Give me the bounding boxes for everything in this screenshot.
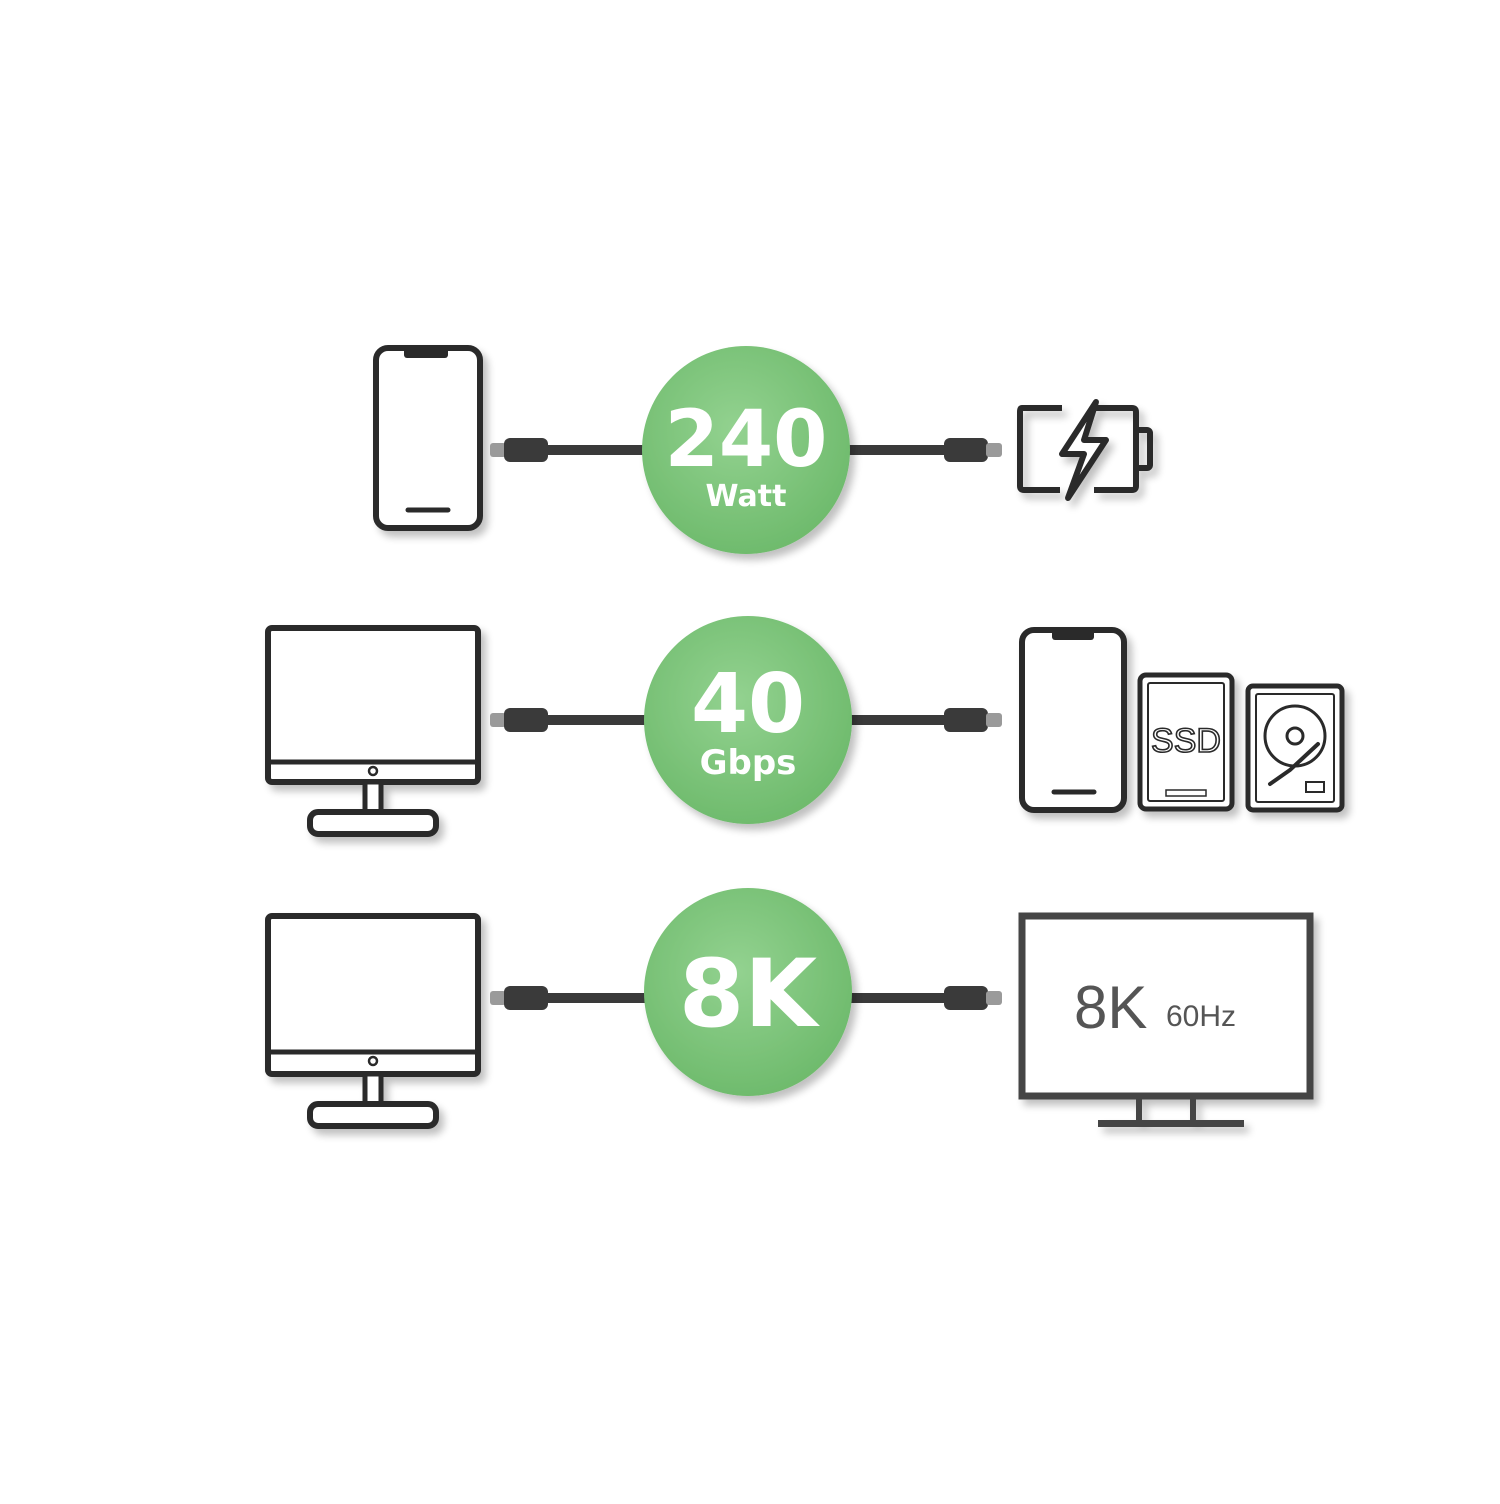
usb-c-cable-left <box>490 708 648 732</box>
badge-value: 8K <box>679 940 820 1049</box>
desktop-monitor-icon <box>265 913 481 1129</box>
spec-badge: 40 Gbps <box>644 616 852 824</box>
row-data: 40 Gbps SSD <box>265 616 1345 837</box>
ssd-label: SSD <box>1151 722 1221 760</box>
tv-display-icon: 8K 60Hz <box>1018 912 1314 1127</box>
row-power: 240 Watt <box>373 345 1153 554</box>
badge-unit: Watt <box>706 479 787 514</box>
usb-c-cable-right <box>848 438 1002 462</box>
row-video: 8K 8K 60Hz <box>265 888 1314 1129</box>
usb-c-cable-right <box>850 708 1002 732</box>
display-resolution: 8K <box>1074 974 1147 1041</box>
usb-c-cable-left <box>490 438 646 462</box>
desktop-monitor-icon <box>265 625 481 837</box>
display-refresh-rate: 60Hz <box>1166 1000 1236 1033</box>
battery-charging-icon <box>1017 399 1153 501</box>
usb-c-cable-left <box>490 986 648 1010</box>
smartphone-icon <box>373 345 483 531</box>
ssd-icon: SSD <box>1137 672 1235 812</box>
usb-c-cable-right <box>850 986 1002 1010</box>
badge-value: 240 <box>665 395 828 485</box>
badge-value: 40 <box>691 657 805 752</box>
smartphone-icon <box>1019 627 1127 813</box>
spec-badge: 8K <box>644 888 852 1096</box>
hard-disk-icon <box>1245 683 1345 813</box>
spec-badge: 240 Watt <box>642 346 850 554</box>
badge-unit: Gbps <box>700 743 797 783</box>
